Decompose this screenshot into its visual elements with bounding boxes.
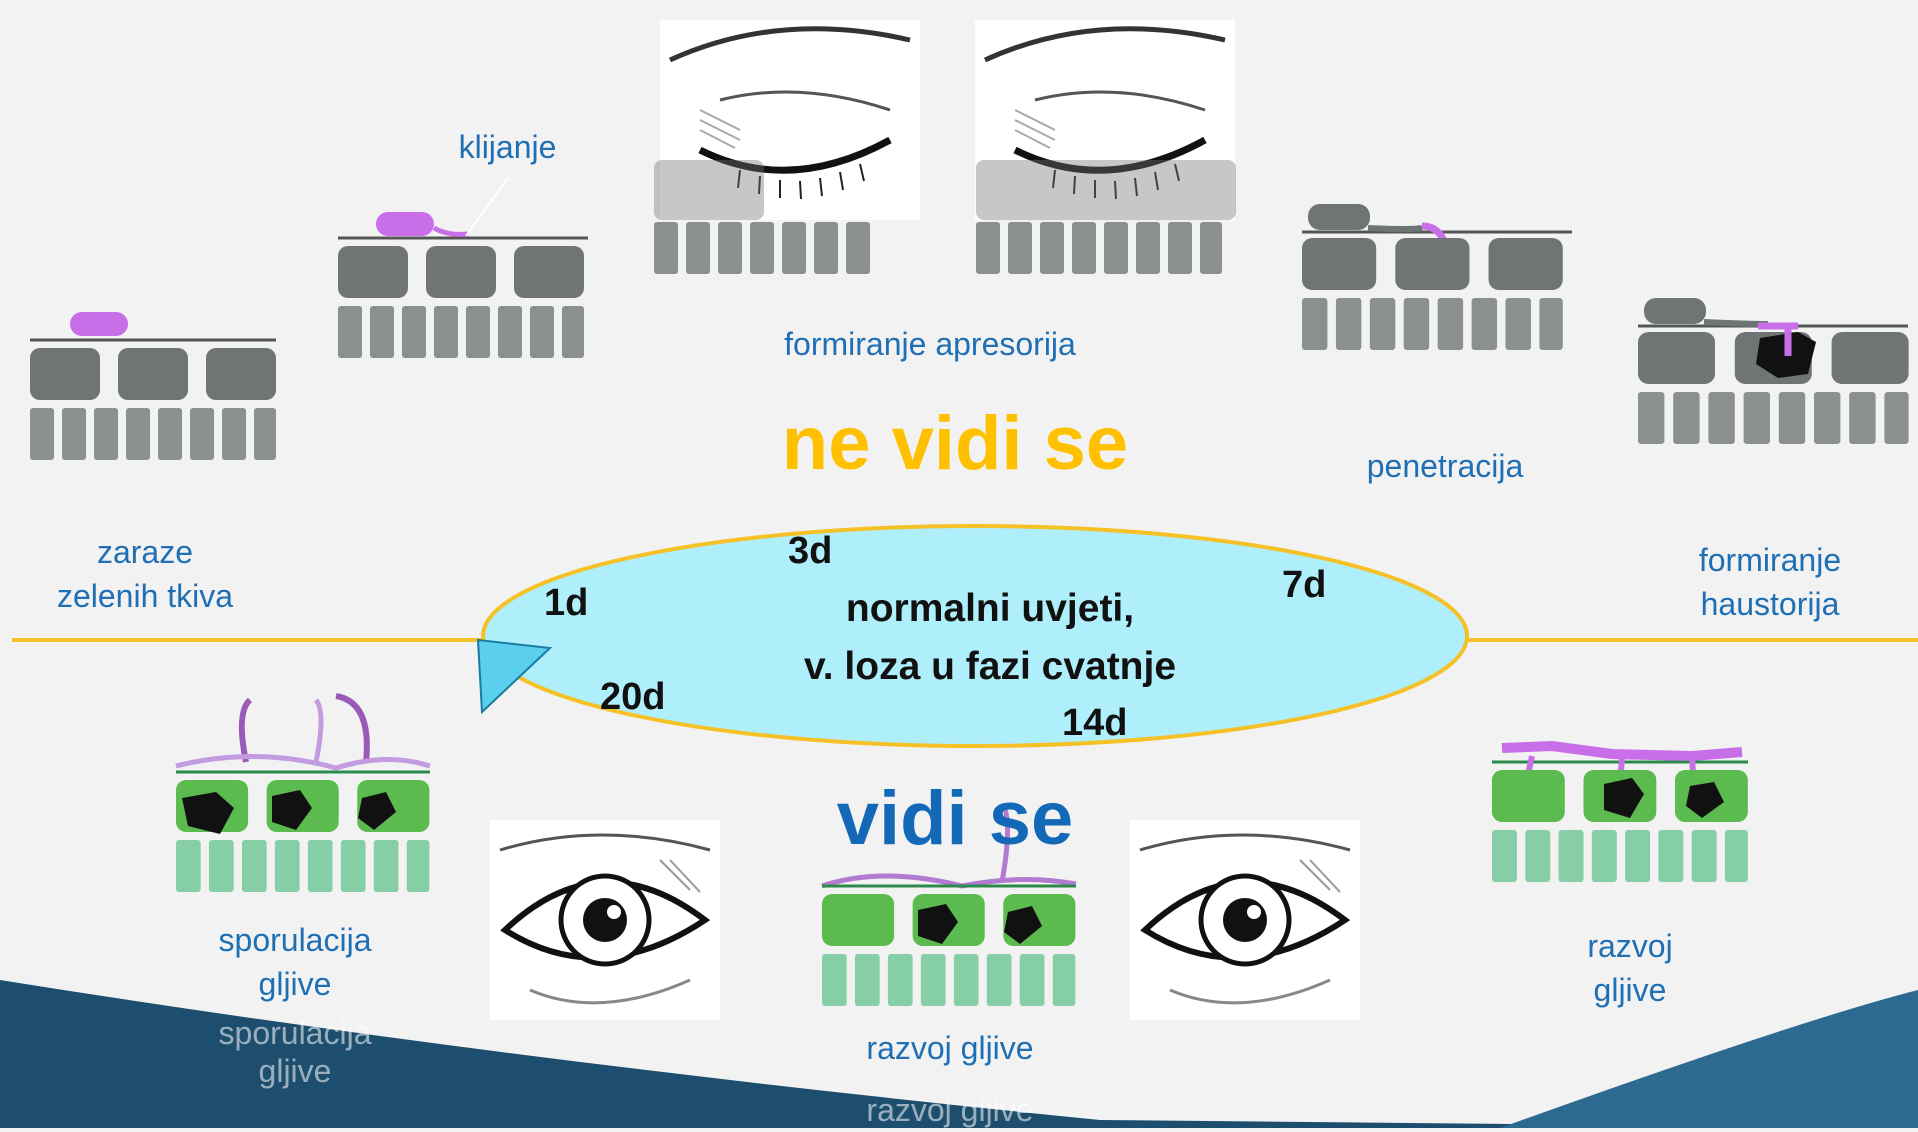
center-line-1: normalni uvjeti,: [845, 587, 1135, 630]
day-7: 7d: [1282, 564, 1327, 606]
bottom-band: [0, 980, 1918, 1128]
day-1: 1d: [544, 582, 589, 624]
label-razvoj-right: razvoj gljive: [1587, 928, 1673, 1008]
leaf-cells-icon: [1638, 298, 1909, 444]
center-ellipse: [481, 524, 1469, 748]
leaf-cells-icon: [30, 312, 276, 460]
center-line-2: v. loza u fazi cvatnje: [803, 645, 1177, 688]
leaf-cells-icon: [1492, 740, 1748, 882]
open-eye-icon: [490, 820, 720, 1020]
leaf-cells-icon: [821, 805, 1077, 1006]
day-20: 20d: [600, 676, 666, 718]
day-3: 3d: [788, 530, 833, 572]
label-klijanje: klijanje: [458, 129, 557, 165]
label-razvoj-center: razvoj gljive: [866, 1030, 1034, 1066]
leaf-cells-icon: [654, 160, 870, 274]
label-sporulacija: sporulacija gljive: [218, 922, 372, 1002]
leaf-cells-icon: [976, 160, 1236, 274]
day-14: 14d: [1062, 702, 1128, 744]
center-conditions: normalni uvjeti, v. loza u fazi cvatnje: [740, 580, 1240, 696]
label-apresorija: formiranje apresorija: [784, 326, 1076, 362]
label-sporulacija-ghost: sporulacija gljive: [218, 1015, 372, 1089]
leaf-cells-icon: [175, 693, 431, 892]
label-zaraze: zaraze zelenih tkiva: [56, 534, 234, 614]
bottom-band-right: [1500, 990, 1918, 1128]
heading-visible: vidi se: [836, 776, 1074, 861]
leaf-cells-icon: [1302, 204, 1572, 350]
label-razvoj-ghost: razvoj gljive: [866, 1092, 1034, 1128]
label-haustorija: formiranje haustorija: [1698, 542, 1842, 622]
leaf-cells-icon: [338, 177, 588, 358]
heading-not-visible: ne vidi se: [781, 401, 1129, 486]
arrow-head-icon: [476, 638, 553, 715]
label-penetracija: penetracija: [1366, 448, 1524, 484]
